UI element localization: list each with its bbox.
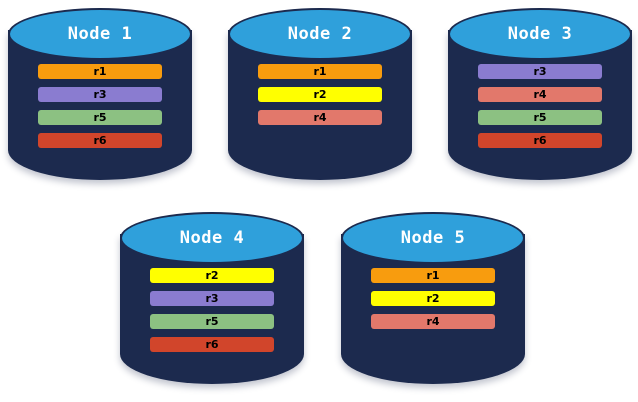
record-item[interactable]: r4 — [478, 87, 602, 102]
record-list: r1 r2 r4 — [371, 268, 495, 329]
record-item[interactable]: r2 — [150, 268, 274, 283]
cylinder-top-icon — [8, 8, 192, 60]
record-item[interactable]: r2 — [258, 87, 382, 102]
record-item[interactable]: r6 — [478, 133, 602, 148]
record-item[interactable]: r5 — [478, 110, 602, 125]
record-item[interactable]: r4 — [258, 110, 382, 125]
record-item[interactable]: r5 — [38, 110, 162, 125]
database-node-3[interactable]: Node 3 r3 r4 r5 r6 — [448, 8, 632, 186]
record-item[interactable]: r3 — [38, 87, 162, 102]
database-node-2[interactable]: Node 2 r1 r2 r4 — [228, 8, 412, 186]
cylinder-top-icon — [341, 212, 525, 264]
database-node-4[interactable]: Node 4 r2 r3 r5 r6 — [120, 212, 304, 390]
record-list: r2 r3 r5 r6 — [150, 268, 274, 352]
record-list: r1 r2 r4 — [258, 64, 382, 125]
record-item[interactable]: r1 — [371, 268, 495, 283]
record-item[interactable]: r3 — [150, 291, 274, 306]
record-item[interactable]: r1 — [258, 64, 382, 79]
cylinder-top-icon — [120, 212, 304, 264]
record-item[interactable]: r3 — [478, 64, 602, 79]
record-item[interactable]: r6 — [38, 133, 162, 148]
record-list: r3 r4 r5 r6 — [478, 64, 602, 148]
database-node-5[interactable]: Node 5 r1 r2 r4 — [341, 212, 525, 390]
record-item[interactable]: r1 — [38, 64, 162, 79]
record-item[interactable]: r2 — [371, 291, 495, 306]
cylinder-top-icon — [448, 8, 632, 60]
record-list: r1 r3 r5 r6 — [38, 64, 162, 148]
database-node-1[interactable]: Node 1 r1 r3 r5 r6 — [8, 8, 192, 186]
record-item[interactable]: r4 — [371, 314, 495, 329]
record-item[interactable]: r6 — [150, 337, 274, 352]
record-item[interactable]: r5 — [150, 314, 274, 329]
cylinder-top-icon — [228, 8, 412, 60]
